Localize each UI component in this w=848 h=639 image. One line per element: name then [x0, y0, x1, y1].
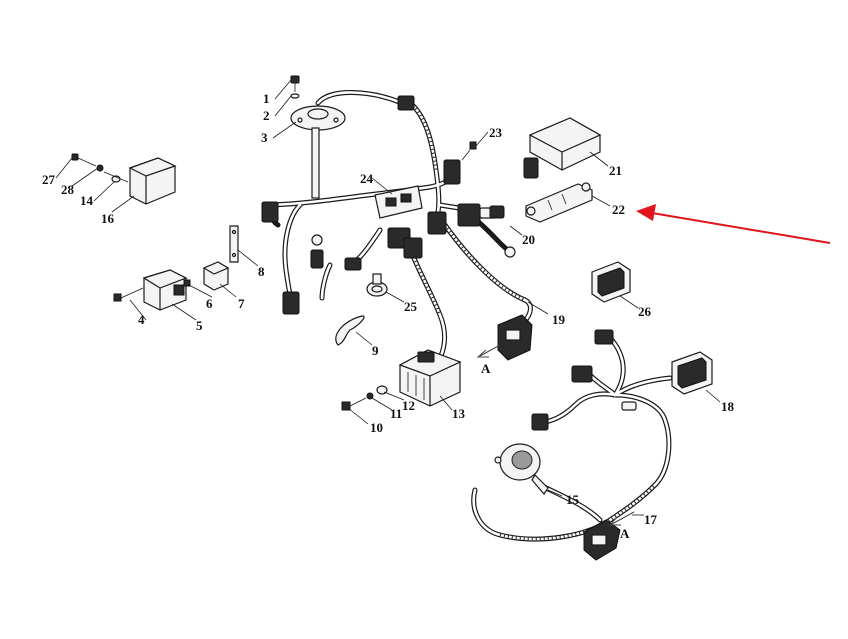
- leader-line-2: [274, 95, 292, 117]
- bracket-part-24: [374, 185, 423, 219]
- callout-16: 16: [101, 211, 115, 226]
- callout-21: 21: [609, 163, 622, 178]
- ignition-switch-part-15: [494, 443, 549, 495]
- leader-line-15: [547, 489, 563, 497]
- leader-line-14: [93, 181, 115, 202]
- leader-line-4: [129, 299, 147, 321]
- callout-5: 5: [196, 318, 203, 333]
- washer-part-28: [96, 164, 104, 172]
- leader-line-24: [371, 177, 393, 195]
- connector-left: [261, 201, 279, 223]
- leader-line-7: [219, 283, 237, 298]
- leader-line-6: [186, 283, 213, 298]
- callout-1: 1: [263, 91, 270, 106]
- callout-28: 28: [61, 182, 75, 197]
- callout-23: 23: [489, 125, 503, 140]
- callout-13: 13: [452, 406, 466, 421]
- fuse-box-part-13: [398, 349, 462, 407]
- switch-part-26: [591, 261, 631, 303]
- leader-line-23: [475, 131, 489, 147]
- callout-12: 12: [402, 398, 415, 413]
- screw-part-4: [113, 287, 144, 302]
- washer-part-14: [103, 171, 129, 183]
- screw-part-1: [290, 75, 300, 92]
- leader-line-10: [347, 407, 369, 425]
- leader-line-5: [171, 303, 197, 321]
- callout-14: 14: [80, 193, 94, 208]
- leader-line-16: [111, 195, 135, 213]
- callout-15: 15: [566, 492, 580, 507]
- leader-line-26: [619, 295, 639, 309]
- callout-22: 22: [612, 202, 625, 217]
- connector-part-19: [497, 314, 533, 361]
- leader-line-8: [237, 249, 259, 267]
- callout-8: 8: [258, 264, 265, 279]
- screw-part-6: [183, 279, 191, 287]
- leader-line-9: [355, 331, 373, 346]
- cable-tie-part-9: [335, 315, 365, 346]
- leader-line-20: [509, 225, 523, 236]
- callout-27: 27: [42, 172, 56, 187]
- screw-part-23: [461, 141, 477, 161]
- view-arrow-a-2: [608, 511, 635, 526]
- washer-part-11: [366, 392, 374, 400]
- callout-24: 24: [360, 171, 374, 186]
- callout-18: 18: [721, 399, 735, 414]
- screw-part-10: [341, 397, 367, 411]
- leader-line-18: [705, 389, 721, 403]
- fuel-level-sender-part-3: [290, 105, 346, 199]
- leader-line-12: [383, 391, 405, 401]
- mounting-bracket-part-22: [525, 182, 593, 223]
- leader-line-25: [385, 291, 405, 303]
- callout-9: 9: [372, 343, 379, 358]
- leader-line-28: [71, 167, 99, 187]
- leader-line-1: [274, 79, 292, 100]
- callout-17: 17: [644, 512, 658, 527]
- leader-line-13: [439, 395, 453, 411]
- connector-top-wire: [397, 95, 415, 111]
- connector-bottom-left: [282, 291, 300, 315]
- dash-wire-harness: [471, 337, 673, 542]
- connector-mid-left: [310, 234, 324, 269]
- small-relay-part-7: [202, 261, 230, 291]
- callout-10: 10: [370, 420, 383, 435]
- relay-box-part-16: [128, 157, 177, 205]
- relay-part-5: [142, 269, 188, 311]
- switch-part-18: [671, 351, 713, 395]
- view-letter-a-2: A: [620, 526, 630, 541]
- cable-clip-part-25: [366, 273, 388, 297]
- connector-part-17: [583, 519, 621, 561]
- bracket-plate-part-8: [229, 225, 239, 263]
- dash-connectors: [531, 329, 637, 431]
- callout-19: 19: [552, 312, 566, 327]
- screw-part-27: [71, 153, 97, 167]
- callout-leaders: [55, 79, 721, 516]
- leader-line-21: [589, 151, 609, 167]
- callout-6: 6: [206, 296, 213, 311]
- callout-20: 20: [522, 232, 535, 247]
- washer-part-2: [290, 93, 300, 99]
- callout-11: 11: [390, 406, 402, 421]
- callout-4: 4: [138, 312, 145, 327]
- leader-line-11: [371, 397, 393, 411]
- leader-line-22: [591, 195, 611, 207]
- view-arrow-a-1: [476, 344, 501, 358]
- callout-26: 26: [638, 304, 652, 319]
- highlight-arrow: [636, 204, 831, 244]
- leader-line-19: [527, 301, 549, 315]
- leader-line-27: [55, 157, 73, 179]
- callout-3: 3: [261, 130, 268, 145]
- control-module-part-21: [523, 117, 602, 179]
- leader-line-3: [272, 121, 297, 139]
- ring-terminal-part-20: [489, 205, 516, 258]
- view-letter-a-1: A: [481, 361, 491, 376]
- callout-2: 2: [263, 108, 270, 123]
- callout-7: 7: [238, 296, 245, 311]
- wire-plug: [344, 257, 362, 271]
- callout-25: 25: [404, 299, 418, 314]
